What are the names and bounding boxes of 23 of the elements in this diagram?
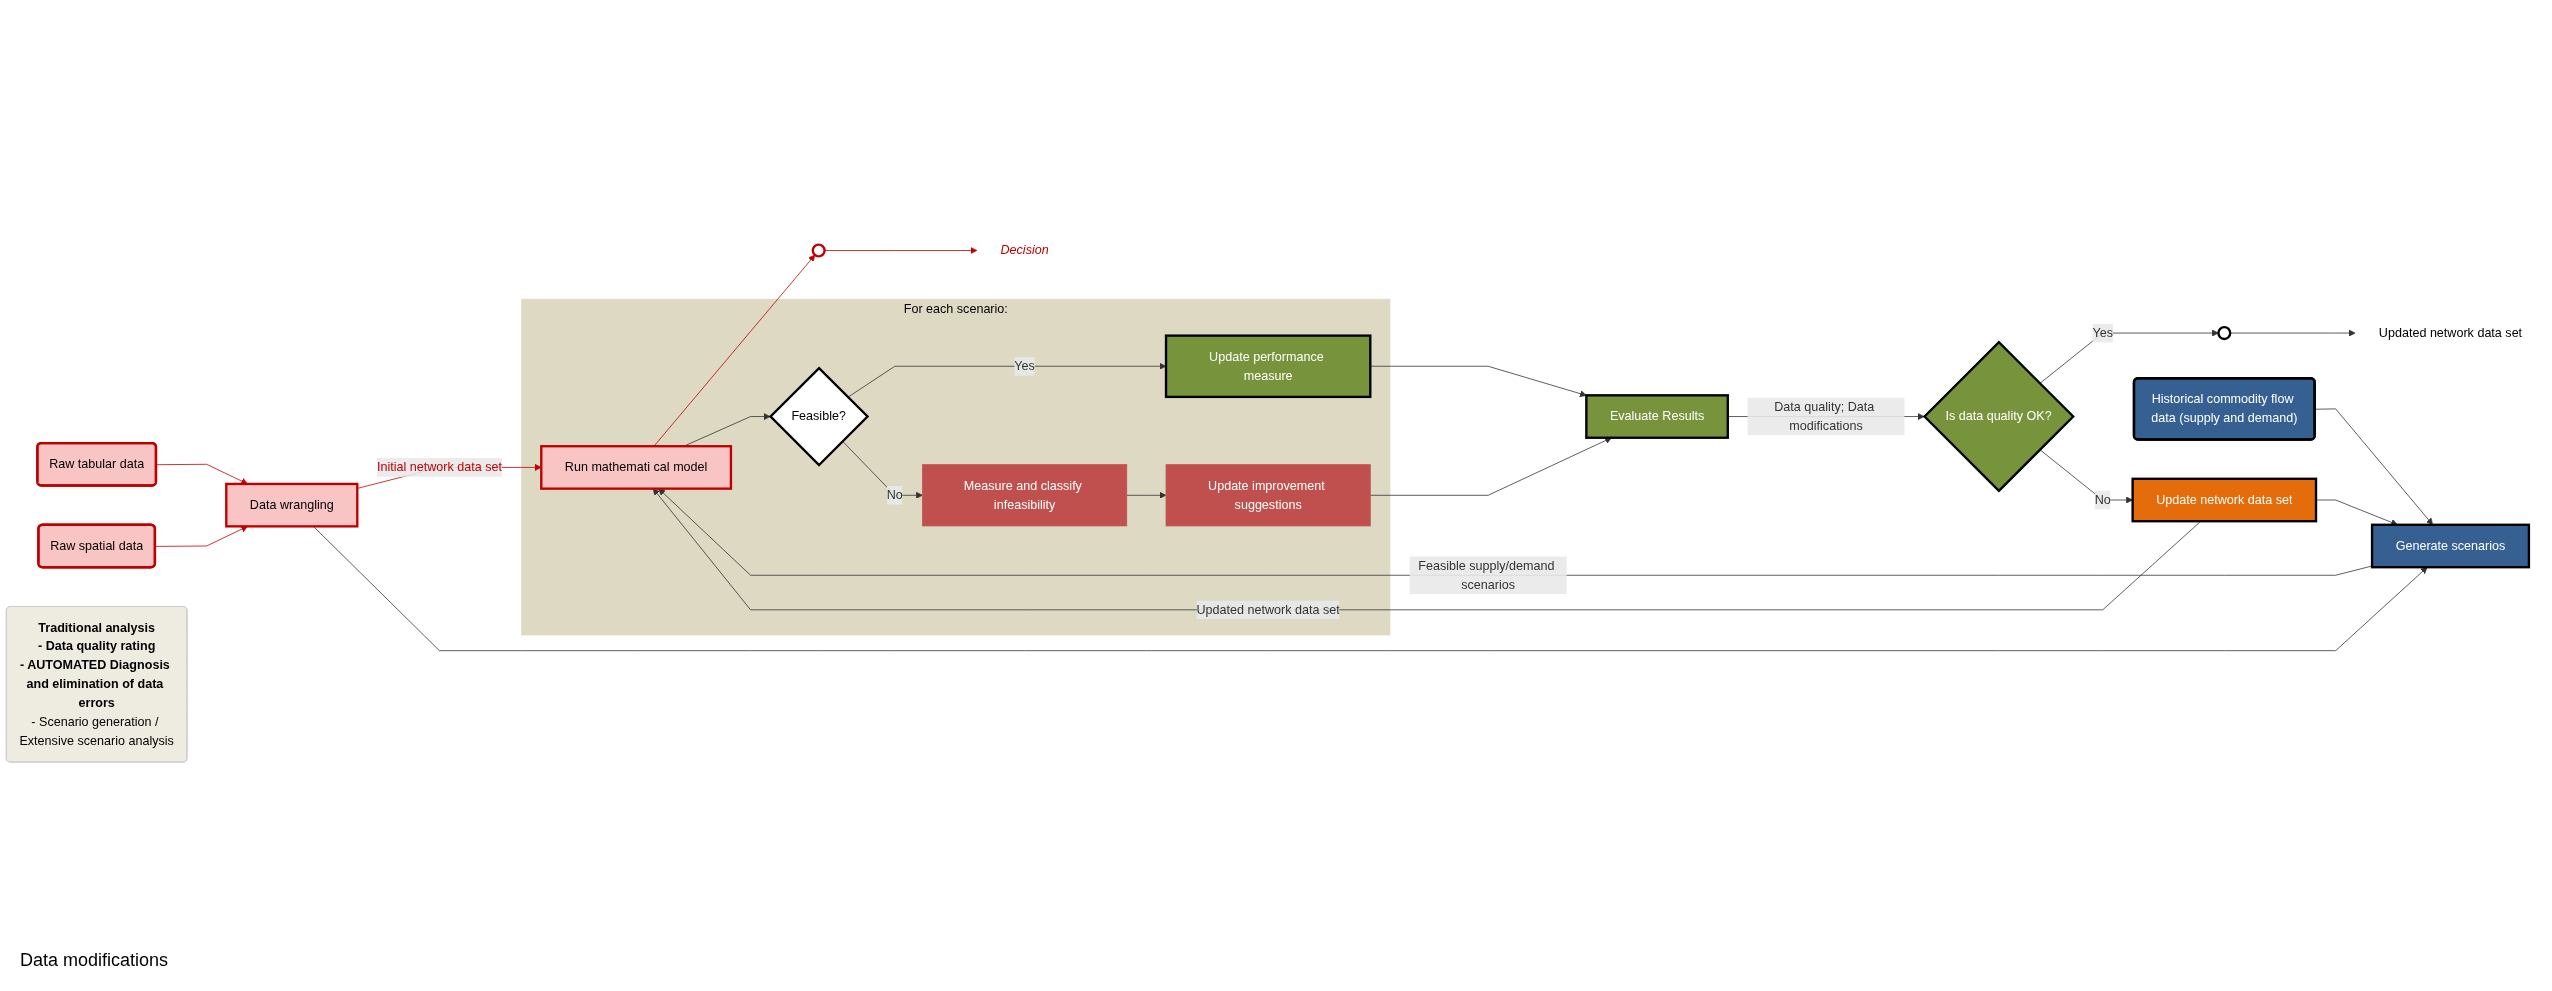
node-diamond: Feasible? [768, 366, 870, 467]
node-circle [2217, 325, 2232, 340]
edge-label: No [2094, 492, 2111, 507]
node-text: Updated network data set [2378, 325, 2523, 340]
edge-label: Feasible supply/demand scenarios [1418, 558, 1555, 591]
edge-label: Yes [2092, 325, 2113, 340]
edge-label: Yes [1014, 359, 1035, 373]
node-box: Run mathemati cal model [540, 444, 733, 490]
node-circle [811, 243, 826, 258]
edge-label: Data quality; Data modifications [1774, 399, 1875, 433]
edge-label: Initial network data set [376, 460, 502, 474]
node-box: Evaluate Results [1585, 393, 1729, 439]
note-text: Data modifications [20, 950, 169, 971]
edge-label: Updated network data set [1196, 602, 1340, 616]
node-box: Generate scenarios [2370, 523, 2531, 569]
node-text: Decision [1000, 243, 1049, 257]
node-box: Update performance measure [1164, 334, 1372, 398]
node-box: Update improvement suggestions [1165, 464, 1371, 527]
node-box: Update network data set [2131, 477, 2318, 523]
node-box: Measure and classify infeasibility [922, 464, 1128, 527]
node-diamond: Is data quality OK? [1922, 340, 2075, 493]
node-box: Data wrangling [225, 482, 359, 528]
edge-label: No [886, 488, 903, 502]
